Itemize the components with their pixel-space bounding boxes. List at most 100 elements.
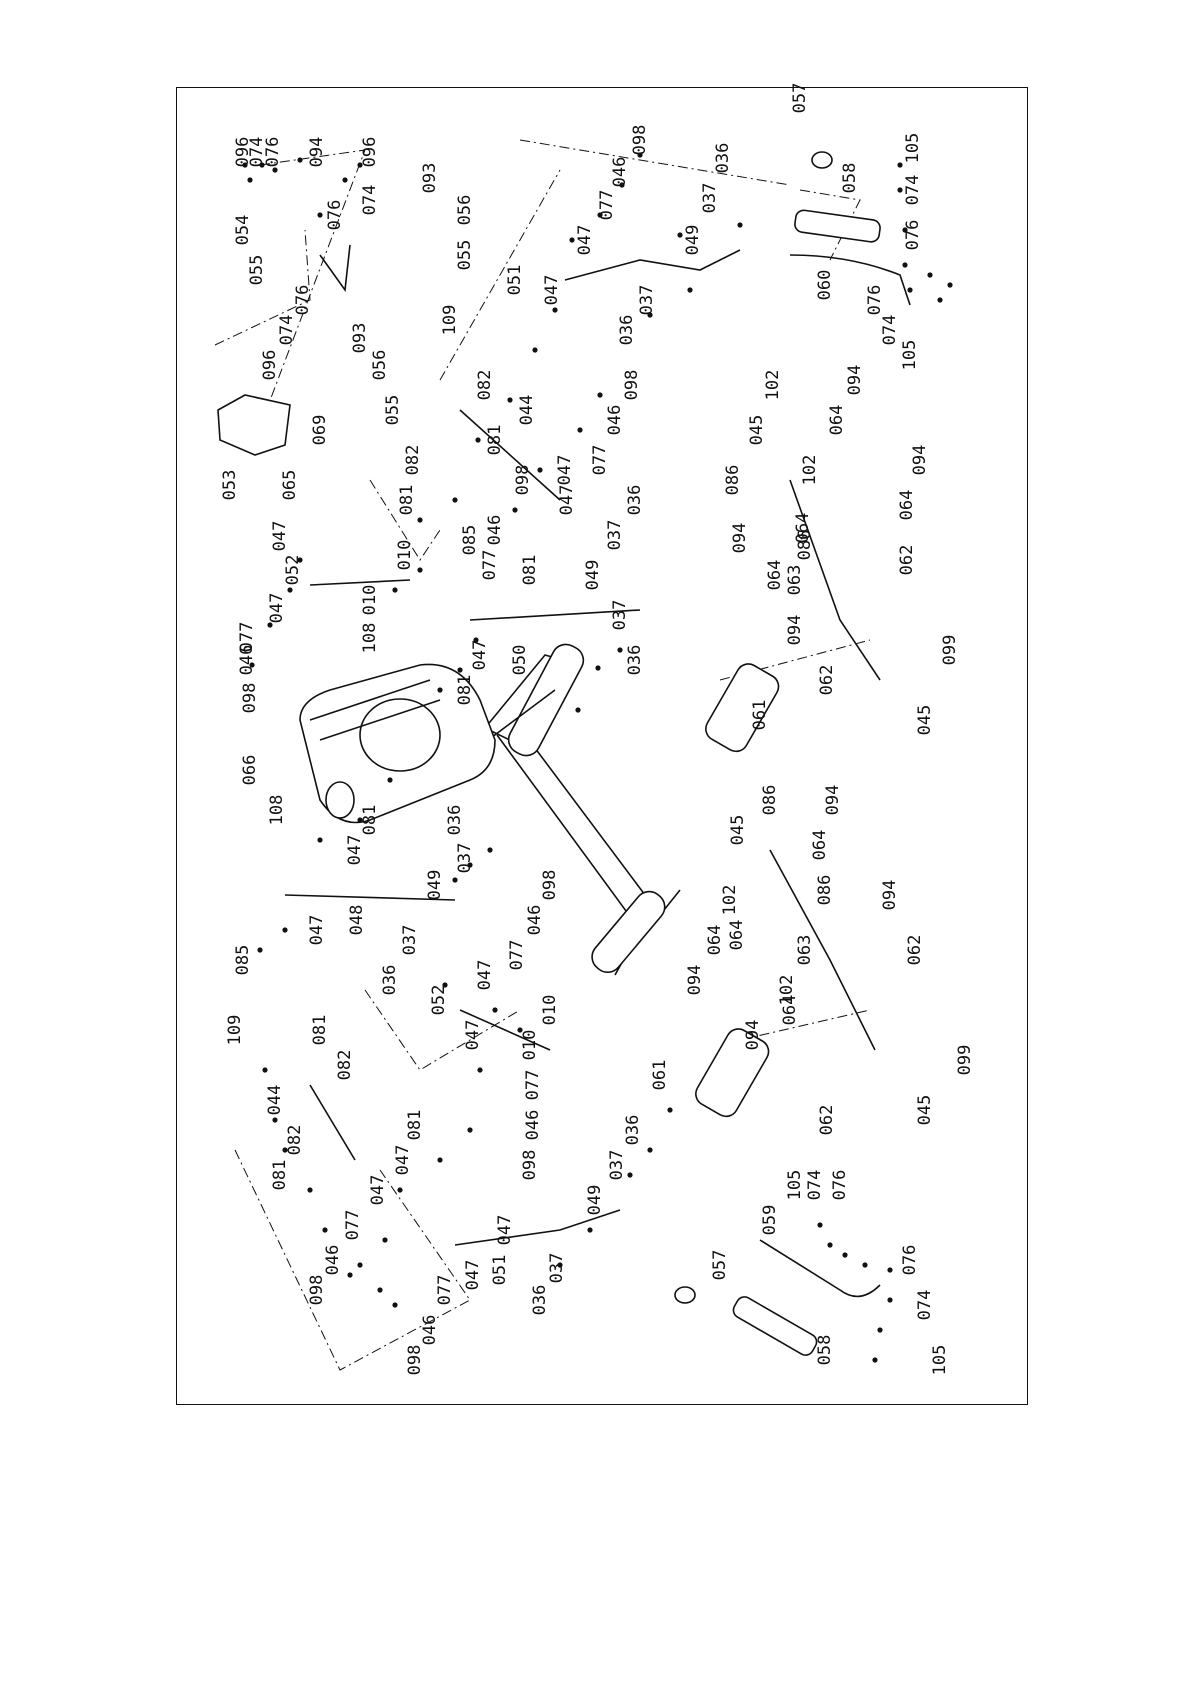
rear-stabilizer-frame xyxy=(496,727,681,976)
handlebar-left xyxy=(759,1239,881,1298)
part-callout-label: 102 xyxy=(800,455,820,486)
fastener-20 xyxy=(475,437,481,443)
part-callout-label: 082 xyxy=(335,1050,355,1081)
part-callout-label: 081 xyxy=(485,425,505,456)
fastener-71 xyxy=(902,227,908,233)
part-callout-label: 053 xyxy=(220,470,240,501)
part-callout-label: 064 xyxy=(897,490,917,521)
fastener-11 xyxy=(597,212,603,218)
fastener-45 xyxy=(282,927,288,933)
part-callout-label: 047 xyxy=(557,485,577,516)
part-callout-label: 077 xyxy=(523,1070,543,1101)
part-callout-label: 059 xyxy=(760,1205,780,1236)
part-callout-label: 105 xyxy=(900,340,920,371)
part-callout-label: 105 xyxy=(930,1345,950,1376)
part-callout-label: 063 xyxy=(795,935,815,966)
part-callout-label: 036 xyxy=(530,1285,550,1316)
part-callout-label: 064 xyxy=(827,405,847,436)
part-callout-label: 081 xyxy=(310,1015,330,1046)
assembly-line-left-pedal xyxy=(364,989,521,1071)
part-callout-label: 036 xyxy=(625,645,645,676)
fastener-5 xyxy=(297,157,303,163)
part-callout-label: 086 xyxy=(760,785,780,816)
fastener-36 xyxy=(473,637,479,643)
part-callout-label: 094 xyxy=(845,365,865,396)
part-callout-label: 098 xyxy=(520,1150,540,1181)
fastener-28 xyxy=(249,662,255,668)
rear-arm-lower xyxy=(454,1209,621,1246)
part-callout-label: 081 xyxy=(405,1110,425,1141)
part-callout-label: 052 xyxy=(429,985,449,1016)
crank-hub xyxy=(325,781,355,819)
part-callout-label: 081 xyxy=(520,555,540,586)
arm-tube-044-top xyxy=(459,409,561,501)
part-callout-label: 045 xyxy=(747,415,767,446)
fastener-74 xyxy=(947,282,953,288)
part-callout-label: 057 xyxy=(790,83,810,114)
part-callout-label: 064 xyxy=(780,995,800,1026)
part-callout-label: 048 xyxy=(347,905,367,936)
fastener-54 xyxy=(382,1237,388,1243)
part-callout-label: 074 xyxy=(360,185,380,216)
assembly-line-center-arm xyxy=(369,479,441,561)
part-callout-label: 064 xyxy=(810,830,830,861)
fastener-13 xyxy=(677,232,683,238)
fastener-49 xyxy=(517,1027,523,1033)
part-callout-label: 037 xyxy=(700,183,720,214)
part-callout-label: 096 xyxy=(260,350,280,381)
fastener-50 xyxy=(477,1067,483,1073)
part-callout-label: 109 xyxy=(225,1015,245,1046)
rear-arm-upper xyxy=(564,249,741,281)
fastener-52 xyxy=(437,1157,443,1163)
fastener-24 xyxy=(392,587,398,593)
part-callout-label: 049 xyxy=(585,1185,605,1216)
fastener-76 xyxy=(907,287,913,293)
fastener-25 xyxy=(297,557,303,563)
fastener-1 xyxy=(242,162,248,168)
flywheel-housing xyxy=(299,663,496,824)
fastener-70 xyxy=(897,187,903,193)
part-callout-label: 085 xyxy=(460,525,480,556)
fastener-19 xyxy=(507,397,513,403)
fastener-37 xyxy=(457,667,463,673)
part-callout-label: 108 xyxy=(267,795,287,826)
end-cap-left xyxy=(674,1286,696,1304)
part-callout-label: 099 xyxy=(955,1045,975,1076)
part-callout-label: 077 xyxy=(590,445,610,476)
fastener-80 xyxy=(862,1262,868,1268)
assembly-line-rod-top xyxy=(439,139,791,381)
part-callout-label: 063 xyxy=(785,565,805,596)
part-callout-label: 047 xyxy=(267,593,287,624)
part-callout-label: 108 xyxy=(360,623,380,654)
assembly-line-right-handle xyxy=(799,189,861,261)
fastener-15 xyxy=(687,287,693,293)
fastener-77 xyxy=(817,1222,823,1228)
fastener-69 xyxy=(897,162,903,168)
part-callout-label: 094 xyxy=(307,137,327,168)
part-callout-label: 102 xyxy=(763,370,783,401)
part-callout-label: 064 xyxy=(727,920,747,951)
part-callout-label: 047 xyxy=(575,225,595,256)
part-callout-label: 046 xyxy=(605,405,625,436)
part-callout-label: 047 xyxy=(470,640,490,671)
flywheel-disc xyxy=(359,698,441,772)
part-callout-label: 060 xyxy=(815,270,835,301)
fastener-18 xyxy=(532,347,538,353)
housing-ribs xyxy=(309,679,441,741)
part-callout-label: 047 xyxy=(495,1215,515,1246)
part-callout-label: 081 xyxy=(360,805,380,836)
part-callout-label: 076 xyxy=(900,1245,920,1276)
part-callout-label: 074 xyxy=(880,315,900,346)
fastener-53 xyxy=(397,1187,403,1193)
fastener-6 xyxy=(317,212,323,218)
part-callout-label: 076 xyxy=(830,1170,850,1201)
part-callout-label: 086 xyxy=(795,530,815,561)
part-callout-label: 056 xyxy=(370,350,390,381)
fastener-43 xyxy=(467,862,473,868)
part-callout-label: 065 xyxy=(280,470,300,501)
fastener-72 xyxy=(902,262,908,268)
handle-grip-left xyxy=(732,1296,818,1356)
part-callout-label: 061 xyxy=(750,700,770,731)
fastener-46 xyxy=(257,947,263,953)
part-callout-label: 086 xyxy=(723,465,743,496)
